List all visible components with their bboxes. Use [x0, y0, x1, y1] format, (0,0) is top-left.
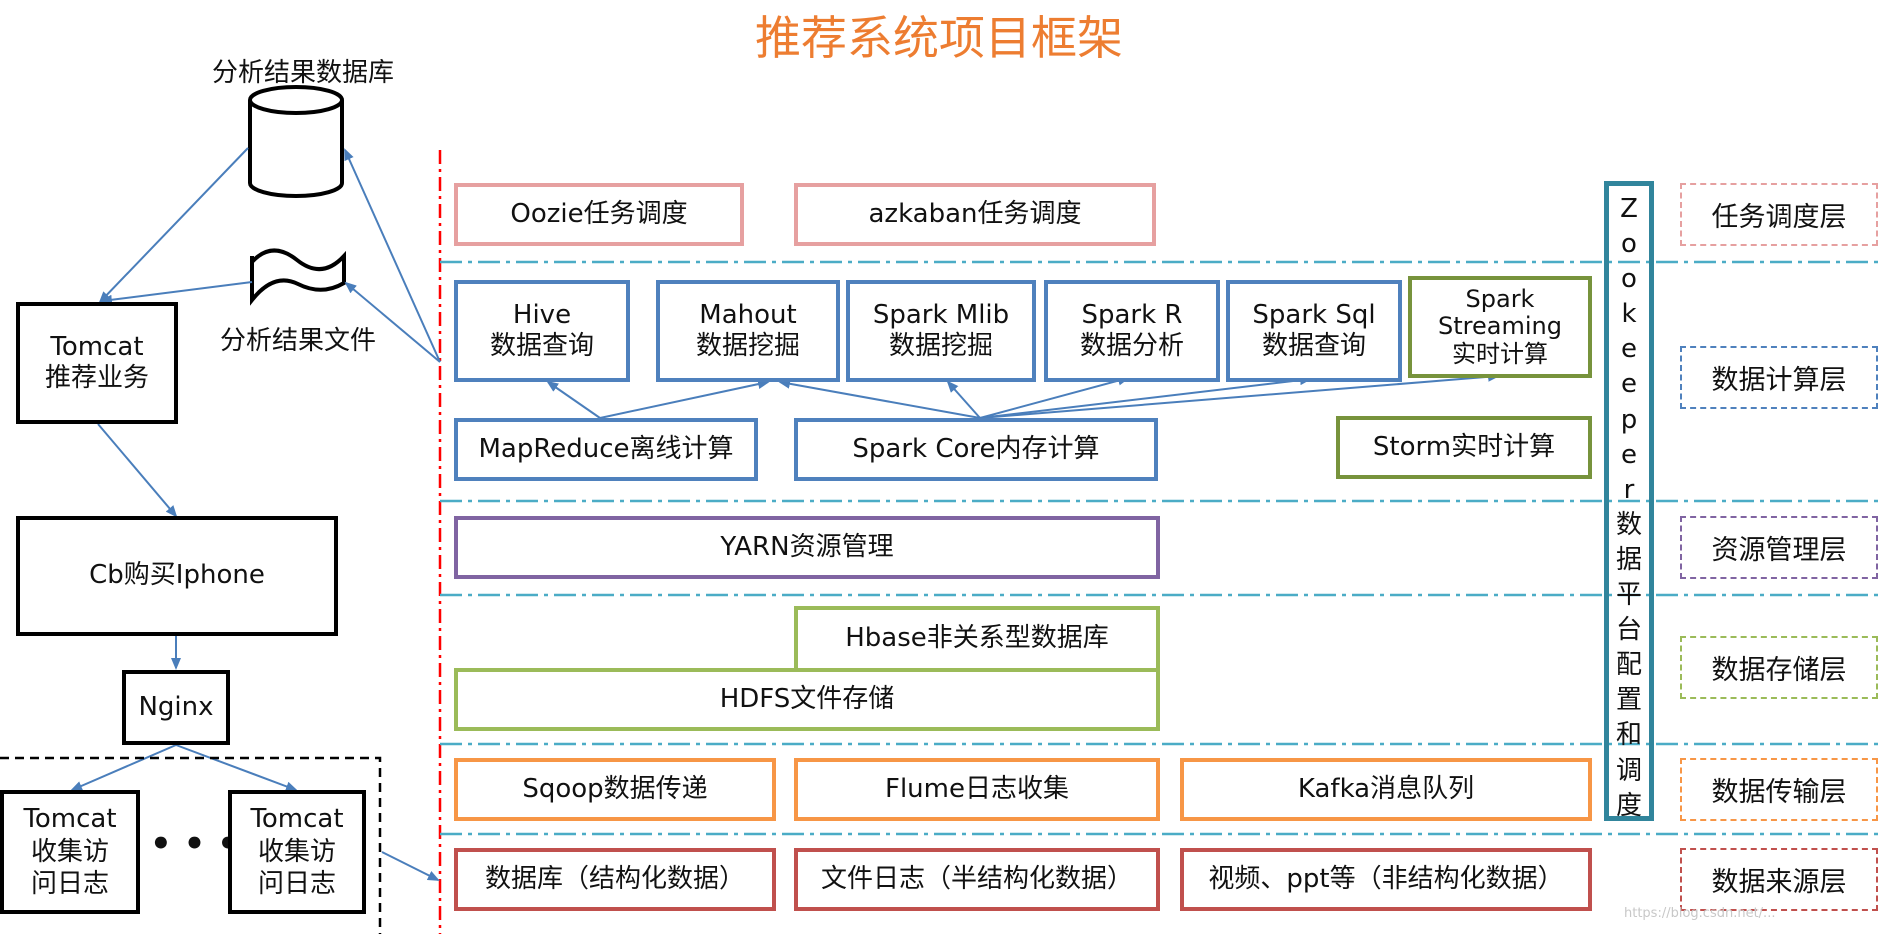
zk-char: e	[1621, 439, 1637, 470]
zk-char: o	[1621, 229, 1637, 260]
spark-r-box: Spark R 数据分析	[1044, 280, 1220, 382]
zk-char: 据	[1615, 544, 1642, 575]
azkaban-box: azkaban任务调度	[794, 183, 1156, 246]
zk-char: 配	[1615, 650, 1642, 681]
flume-label: Flume日志收集	[885, 773, 1069, 804]
yarn-label: YARN资源管理	[720, 531, 894, 562]
tomcat-collector-2-label: Tomcat 收集访 问日志	[250, 804, 344, 900]
flume-box: Flume日志收集	[794, 758, 1160, 821]
layer-source: 数据来源层	[1680, 848, 1878, 911]
layer-transfer-label: 数据传输层	[1711, 777, 1847, 808]
source-log-label: 文件日志（半结构化数据）	[820, 863, 1133, 894]
oozie-label: Oozie任务调度	[510, 198, 688, 229]
kafka-box: Kafka消息队列	[1180, 758, 1592, 821]
nginx-label: Nginx	[138, 691, 214, 722]
storm-label: Storm实时计算	[1372, 431, 1556, 462]
azkaban-label: azkaban任务调度	[868, 198, 1082, 229]
oozie-box: Oozie任务调度	[454, 183, 744, 246]
layer-compute: 数据计算层	[1680, 346, 1878, 409]
zk-char: o	[1621, 264, 1637, 295]
mahout-box: Mahout 数据挖掘	[656, 280, 840, 382]
nginx-box: Nginx	[122, 670, 230, 745]
layer-compute-label: 数据计算层	[1711, 365, 1847, 396]
hbase-box: Hbase非关系型数据库	[794, 606, 1160, 672]
zk-char: e	[1621, 369, 1637, 400]
zk-char: 台	[1615, 615, 1642, 646]
tomcat-collector-2: Tomcat 收集访 问日志	[228, 790, 366, 914]
tomcat-collector-1-label: Tomcat 收集访 问日志	[23, 804, 117, 900]
zk-char: 置	[1615, 685, 1642, 716]
storm-box: Storm实时计算	[1336, 416, 1592, 479]
layer-storage-label: 数据存储层	[1711, 655, 1847, 686]
db-label: 分析结果数据库	[212, 58, 395, 88]
hdfs-box: HDFS文件存储	[454, 668, 1160, 731]
hive-label: Hive 数据查询	[489, 299, 594, 361]
spark-streaming-label: Spark Streaming 实时计算	[1438, 284, 1562, 368]
watermark: https://blog.csdn.net/...	[1624, 906, 1776, 921]
zk-char: r	[1623, 474, 1635, 505]
buy-iphone-label: Cb购买Iphone	[89, 560, 265, 591]
layer-source-label: 数据来源层	[1711, 867, 1847, 898]
hbase-label: Hbase非关系型数据库	[845, 623, 1109, 654]
zookeeper-bar: Z o o k e e p e r 数 据 平 台 配 置 和 调 度	[1604, 181, 1654, 821]
spark-streaming-box: Spark Streaming 实时计算	[1408, 276, 1592, 378]
ellipsis-dots: • • •	[150, 824, 239, 864]
mapreduce-box: MapReduce离线计算	[454, 418, 758, 481]
zk-char: k	[1621, 299, 1637, 330]
source-db-box: 数据库（结构化数据）	[454, 848, 776, 911]
layer-storage: 数据存储层	[1680, 636, 1878, 699]
kafka-label: Kafka消息队列	[1297, 773, 1475, 804]
zk-char: 数	[1615, 509, 1642, 540]
source-db-label: 数据库（结构化数据）	[484, 863, 745, 894]
tomcat-collector-1: Tomcat 收集访 问日志	[0, 790, 140, 914]
zk-char: e	[1621, 334, 1637, 365]
source-video-label: 视频、ppt等（非结构化数据）	[1208, 863, 1564, 894]
tomcat-recommend-label: Tomcat 推荐业务	[44, 331, 149, 393]
file-label: 分析结果文件	[220, 326, 377, 356]
zk-char: 调	[1615, 755, 1642, 786]
spark-r-label: Spark R 数据分析	[1079, 299, 1184, 361]
spark-mlib-label: Spark Mlib 数据挖掘	[872, 299, 1010, 361]
layer-schedule-label: 任务调度层	[1711, 202, 1847, 233]
hive-box: Hive 数据查询	[454, 280, 630, 382]
spark-core-label: Spark Core内存计算	[852, 433, 1100, 464]
spark-sql-label: Spark Sql 数据查询	[1252, 299, 1376, 361]
sqoop-label: Sqoop数据传递	[522, 773, 708, 804]
zk-char: 和	[1615, 720, 1642, 751]
source-video-box: 视频、ppt等（非结构化数据）	[1180, 848, 1592, 911]
mahout-label: Mahout 数据挖掘	[695, 299, 800, 361]
result-file-shape	[250, 248, 346, 306]
spark-mlib-box: Spark Mlib 数据挖掘	[846, 280, 1036, 382]
spark-core-box: Spark Core内存计算	[794, 418, 1158, 481]
layer-resource-label: 资源管理层	[1711, 535, 1847, 566]
zk-char: 平	[1615, 580, 1642, 611]
spark-sql-box: Spark Sql 数据查询	[1226, 280, 1402, 382]
layer-resource: 资源管理层	[1680, 516, 1878, 579]
zk-char: 度	[1615, 790, 1642, 821]
database-cylinder	[248, 85, 344, 198]
yarn-box: YARN资源管理	[454, 516, 1160, 579]
layer-schedule: 任务调度层	[1680, 183, 1878, 246]
collector-group-border	[0, 756, 382, 934]
tomcat-recommend-box: Tomcat 推荐业务	[16, 302, 178, 424]
source-log-box: 文件日志（半结构化数据）	[794, 848, 1160, 911]
zk-char: p	[1620, 404, 1638, 435]
layer-separators	[440, 260, 1878, 836]
sqoop-box: Sqoop数据传递	[454, 758, 776, 821]
zk-char: Z	[1620, 194, 1638, 224]
hdfs-label: HDFS文件存储	[719, 683, 895, 714]
layer-transfer: 数据传输层	[1680, 758, 1878, 821]
diagram-title: 推荐系统项目框架	[755, 11, 1123, 65]
buy-iphone-box: Cb购买Iphone	[16, 516, 338, 636]
mapreduce-label: MapReduce离线计算	[478, 433, 734, 464]
